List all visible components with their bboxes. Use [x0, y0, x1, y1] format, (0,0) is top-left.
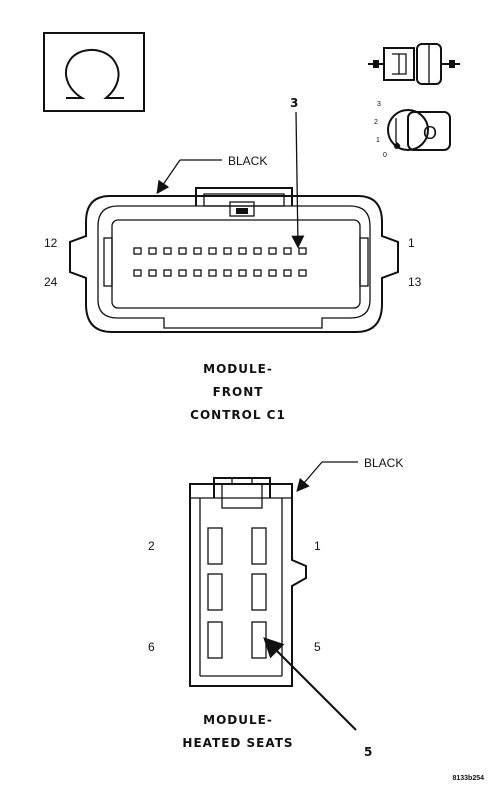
- seats-callout-number: 5: [364, 745, 373, 759]
- figure-id-label: 8133b254: [452, 775, 484, 782]
- ignition-position-label: 2: [374, 119, 378, 126]
- ignition-position-label: 1: [376, 137, 380, 144]
- heated-seats-connector: [189, 477, 307, 687]
- seats-title-line: MODULE-: [203, 713, 273, 727]
- key-mark: O: [423, 123, 437, 143]
- seats-pin-label-6: 6: [148, 640, 155, 654]
- ignition-position-label: 3: [377, 101, 381, 108]
- ignition-key-icon: 3 2 1 0 O: [374, 101, 451, 159]
- ignition-position-label: 0: [383, 152, 387, 159]
- c1-pin-label-1: 1: [408, 236, 415, 250]
- c1-callout-number: 3: [290, 96, 299, 110]
- c1-pin-label-24: 24: [44, 275, 58, 289]
- front-control-c1-connector: [69, 187, 399, 333]
- c1-pin-label-12: 12: [44, 236, 58, 250]
- c1-title-line: FRONT: [213, 385, 264, 399]
- pin-row-top: [133, 247, 307, 255]
- c1-color-label: BLACK: [228, 154, 267, 168]
- seats-pin-label-1: 1: [314, 539, 321, 553]
- inline-connector-icon: [368, 43, 460, 85]
- seats-pin-label-5: 5: [314, 640, 321, 654]
- seats-title-line: HEATED SEATS: [182, 736, 293, 750]
- seats-color-label: BLACK: [364, 456, 403, 470]
- c1-title-line: MODULE-: [203, 362, 273, 376]
- pin-row-bottom: [133, 269, 307, 277]
- c1-pin-label-13: 13: [408, 275, 422, 289]
- omega-icon: [43, 32, 145, 112]
- c1-title-line: CONTROL C1: [190, 408, 286, 422]
- seats-pin-label-2: 2: [148, 539, 155, 553]
